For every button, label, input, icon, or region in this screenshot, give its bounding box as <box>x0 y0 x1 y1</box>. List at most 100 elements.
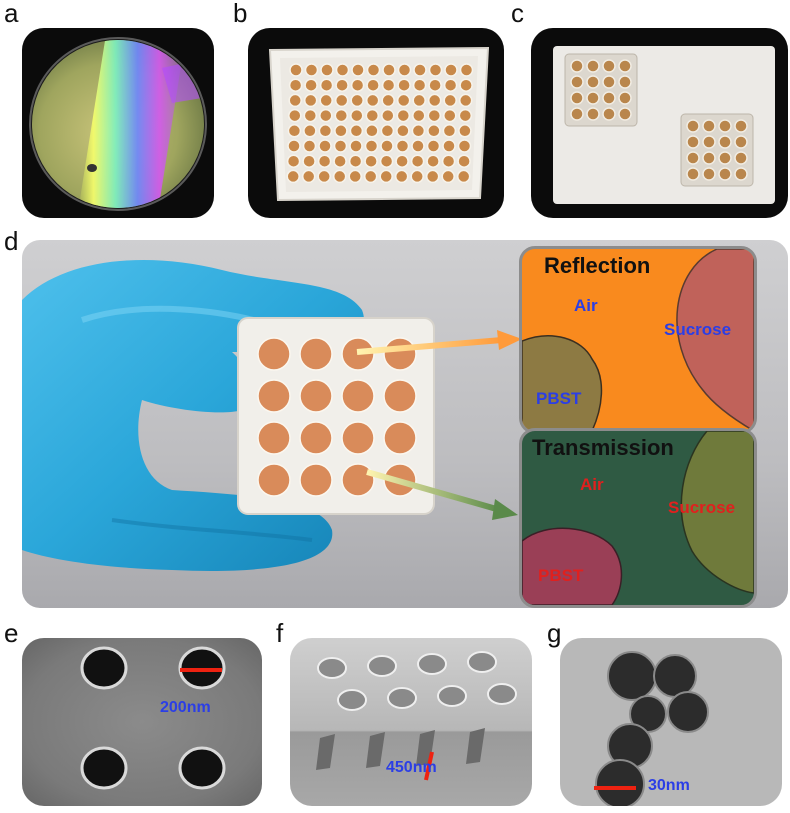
well <box>718 119 732 133</box>
well <box>586 91 600 105</box>
well <box>442 139 456 153</box>
well <box>319 108 333 123</box>
well <box>381 78 396 92</box>
panel-d-photo: Reflection Air Sucrose PBST Transmission… <box>22 240 788 608</box>
well <box>458 93 473 108</box>
well <box>410 169 424 184</box>
well <box>380 139 394 153</box>
well <box>686 135 700 149</box>
well <box>411 124 426 138</box>
panel-a-wafer-photo <box>22 28 214 218</box>
transmission-pbst-label: PBST <box>538 566 584 585</box>
transmission-image: Transmission Air Sucrose PBST <box>519 428 757 608</box>
well <box>365 124 379 138</box>
well <box>618 107 632 121</box>
well <box>702 167 716 181</box>
reflection-title: Reflection <box>544 253 651 278</box>
well <box>334 108 349 123</box>
well <box>379 154 394 168</box>
well <box>586 59 600 73</box>
reflection-sucrose-label: Sucrose <box>664 320 732 339</box>
well <box>425 169 440 184</box>
transmission-title: Transmission <box>532 435 674 460</box>
well <box>428 63 443 77</box>
well <box>586 107 600 121</box>
well <box>458 124 472 138</box>
well <box>299 337 333 371</box>
well <box>411 139 425 153</box>
well <box>441 154 456 168</box>
well <box>301 169 316 184</box>
well <box>334 93 349 108</box>
well <box>365 108 380 123</box>
well <box>441 169 455 184</box>
well <box>686 167 700 181</box>
well <box>366 63 381 77</box>
well <box>734 167 748 181</box>
well <box>426 139 441 153</box>
well <box>602 107 616 121</box>
well <box>734 151 748 165</box>
well <box>299 463 333 497</box>
well <box>288 108 302 123</box>
well <box>734 119 748 133</box>
well <box>317 169 331 184</box>
well <box>426 154 440 168</box>
well <box>257 463 291 497</box>
well <box>287 124 302 138</box>
well <box>363 169 378 184</box>
panel-g-tem-image: 30nm <box>560 638 782 806</box>
well <box>304 63 319 77</box>
well <box>286 154 301 168</box>
well <box>350 108 364 123</box>
well <box>718 167 732 181</box>
well <box>364 139 379 153</box>
panel-label-a: a <box>4 0 19 28</box>
well <box>286 169 300 184</box>
well <box>333 139 348 153</box>
well <box>702 135 716 149</box>
well <box>570 59 584 73</box>
well <box>304 78 318 92</box>
panel-label-d: d <box>4 226 19 256</box>
scale-label-f: 450nm <box>386 759 437 776</box>
panel-c-16-well-chips-photo <box>531 28 788 218</box>
well <box>428 78 442 92</box>
reflection-pbst-label: PBST <box>536 389 582 408</box>
well <box>257 379 291 413</box>
well <box>299 379 333 413</box>
well <box>349 124 364 138</box>
well <box>459 63 474 77</box>
well <box>702 119 716 133</box>
panel-label-c: c <box>511 0 524 28</box>
well <box>302 139 317 153</box>
well <box>412 78 427 92</box>
well <box>457 154 471 168</box>
panel-e-sem-image: 200nm <box>22 638 262 806</box>
well <box>335 78 349 92</box>
well <box>365 93 380 108</box>
well <box>718 151 732 165</box>
well <box>618 75 632 89</box>
panel-label-f: f <box>276 618 284 648</box>
well <box>395 139 410 153</box>
well <box>333 154 347 168</box>
well <box>349 139 363 153</box>
well <box>570 107 584 121</box>
well <box>413 63 427 77</box>
well <box>318 139 332 153</box>
well <box>394 169 409 184</box>
well <box>351 63 365 77</box>
well <box>396 124 410 138</box>
well <box>299 421 333 455</box>
well <box>383 421 417 455</box>
well <box>335 63 350 77</box>
well <box>319 93 333 108</box>
well <box>602 91 616 105</box>
well <box>288 93 302 108</box>
well <box>366 78 380 92</box>
well <box>443 108 457 123</box>
well <box>718 135 732 149</box>
well <box>382 63 396 77</box>
panel-label-g: g <box>547 618 562 648</box>
